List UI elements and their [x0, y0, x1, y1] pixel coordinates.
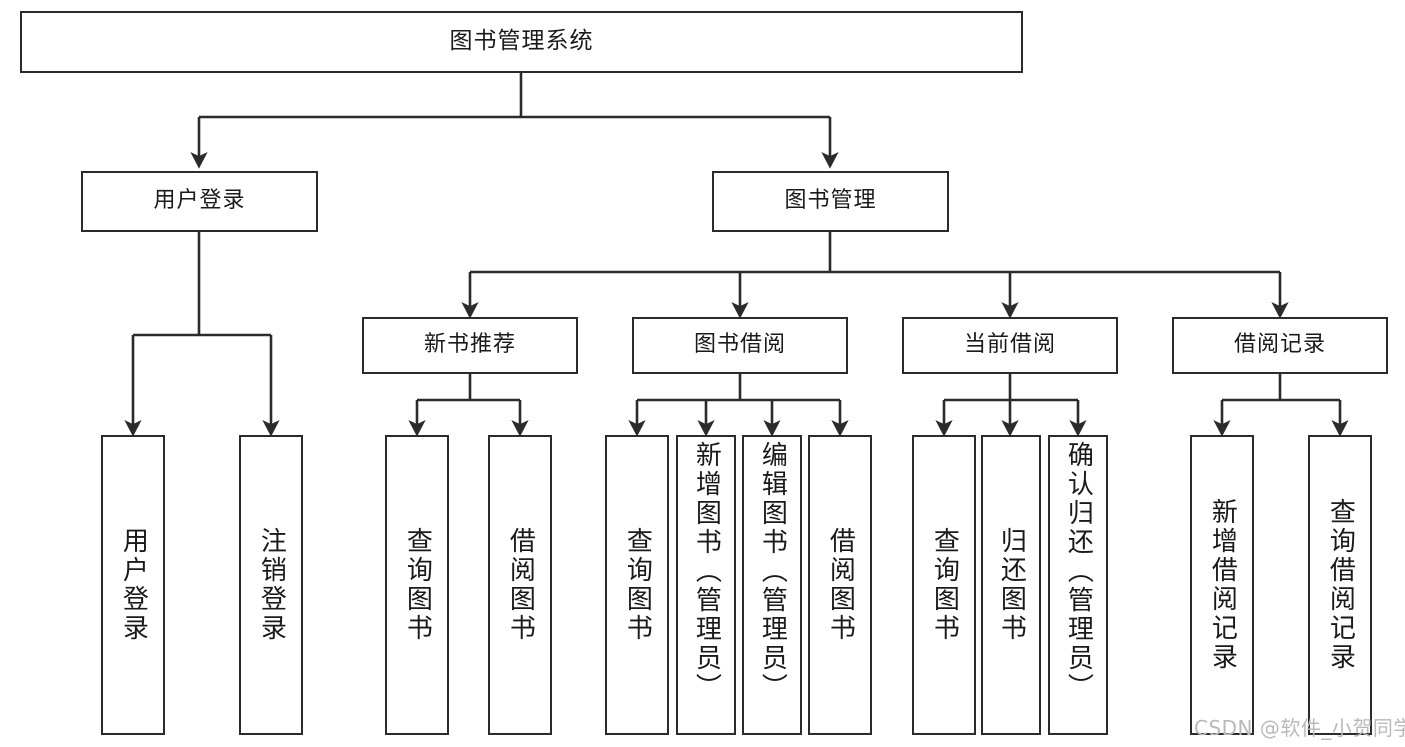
node-label: 用户登录 — [153, 188, 246, 214]
node-label: 借阅图书 — [825, 527, 856, 643]
node-label: 图书管理系统 — [449, 28, 594, 55]
node-label: 新书推荐 — [423, 332, 516, 358]
node-label: 新增图书（管理员） — [691, 441, 722, 702]
node-label: 当前借阅 — [963, 332, 1056, 358]
leaf-query-borrow-record[interactable]: 查询借阅记录 — [1308, 435, 1372, 735]
node-label: 用户登录 — [118, 527, 149, 643]
leaf-query-book-recommend[interactable]: 查询图书 — [385, 435, 449, 735]
leaf-user-login[interactable]: 用户登录 — [101, 435, 165, 735]
leaf-edit-book-admin[interactable]: 编辑图书（管理员） — [742, 435, 802, 735]
node-label: 查询图书 — [929, 527, 960, 643]
leaf-return-book[interactable]: 归还图书 — [981, 435, 1041, 735]
leaf-logout-login[interactable]: 注销登录 — [239, 435, 303, 735]
node-user-login[interactable]: 用户登录 — [81, 171, 318, 232]
node-label: 注销登录 — [256, 527, 287, 643]
watermark-text: CSDN @软件_小贺同学 — [1194, 716, 1405, 740]
node-label: 图书借阅 — [693, 332, 786, 358]
leaf-add-book-admin[interactable]: 新增图书（管理员） — [676, 435, 736, 735]
node-label: 编辑图书（管理员） — [757, 441, 788, 702]
node-label: 借阅记录 — [1233, 332, 1326, 358]
node-label: 借阅图书 — [505, 527, 536, 643]
leaf-borrow-book[interactable]: 借阅图书 — [808, 435, 872, 735]
leaf-confirm-return-admin[interactable]: 确认归还（管理员） — [1048, 435, 1108, 735]
node-label: 查询借阅记录 — [1325, 498, 1356, 672]
node-label: 查询图书 — [622, 527, 653, 643]
leaf-add-borrow-record[interactable]: 新增借阅记录 — [1190, 435, 1254, 735]
node-current-borrow[interactable]: 当前借阅 — [902, 317, 1118, 374]
node-label: 查询图书 — [402, 527, 433, 643]
node-borrow-record[interactable]: 借阅记录 — [1172, 317, 1388, 374]
node-new-book-recommend[interactable]: 新书推荐 — [362, 317, 578, 374]
leaf-query-book-current[interactable]: 查询图书 — [912, 435, 976, 735]
leaf-borrow-book-recommend[interactable]: 借阅图书 — [488, 435, 552, 735]
leaf-query-book-borrow[interactable]: 查询图书 — [605, 435, 669, 735]
node-label: 图书管理 — [784, 188, 877, 214]
node-book-management[interactable]: 图书管理 — [712, 171, 949, 232]
node-label: 确认归还（管理员） — [1063, 441, 1094, 702]
node-book-borrow[interactable]: 图书借阅 — [632, 317, 848, 374]
node-label: 归还图书 — [996, 527, 1027, 643]
node-book-management-system[interactable]: 图书管理系统 — [20, 11, 1023, 73]
node-label: 新增借阅记录 — [1207, 498, 1238, 672]
